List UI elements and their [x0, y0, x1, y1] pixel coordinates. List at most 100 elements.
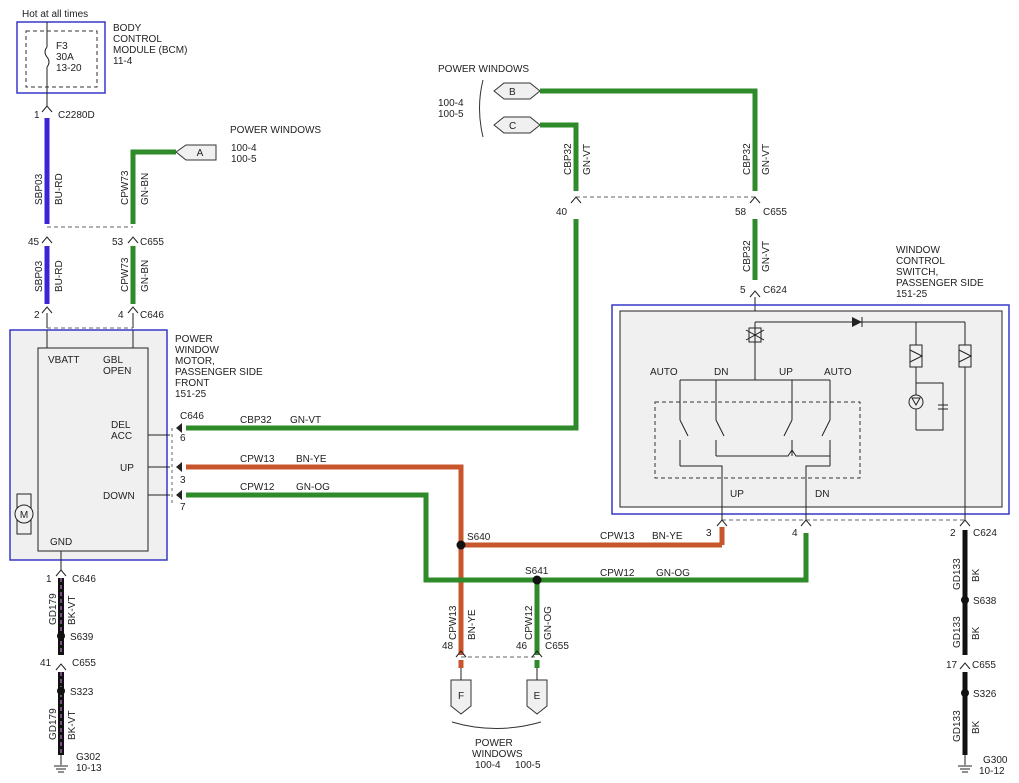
cbp32-circuit-label-3: CBP32 — [742, 143, 753, 175]
cbp32-color-label-2: GN-VT — [582, 144, 593, 175]
switch-module — [611, 304, 1010, 520]
splice-s639-dot — [57, 632, 65, 640]
pin-7: 7 — [180, 502, 186, 513]
pin-2-switch: 2 — [950, 528, 956, 539]
switch-title-5: 151-25 — [896, 289, 928, 300]
motor-title-1: POWER — [175, 334, 213, 345]
bcm-module — [16, 21, 106, 94]
switch-title-4: PASSENGER SIDE — [896, 278, 984, 289]
c655-connector-d: C655 — [545, 641, 569, 652]
motor-m-label: M — [20, 510, 28, 521]
motor-module — [9, 329, 170, 561]
c624-connector-b: C624 — [973, 528, 997, 539]
pin-46: 46 — [516, 641, 528, 652]
connector-flag-b — [493, 82, 541, 100]
wire-cpw73 — [47, 149, 176, 329]
motor-title-3: MOTOR, — [175, 356, 215, 367]
diode-icon — [852, 317, 862, 327]
cbp32-color-label-1: GN-VT — [290, 415, 321, 426]
pw-left-page-1: 100-4 — [231, 143, 257, 154]
sbp03-circuit-label-2: SBP03 — [34, 260, 45, 292]
motor-title-5: FRONT — [175, 378, 209, 389]
cpw13-color-label-1: BN-YE — [296, 454, 327, 465]
wire-cbp32-upper — [540, 88, 761, 322]
bcm-title-1: BODY — [113, 23, 142, 34]
hot-at-all-times-label: Hot at all times — [22, 9, 88, 20]
c2280d-connector: C2280D — [58, 110, 95, 121]
pin-5: 5 — [740, 285, 746, 296]
connector-flag-e — [526, 668, 548, 715]
auto-left-label: AUTO — [650, 367, 678, 378]
gd133-circuit-label-2: GD133 — [952, 616, 963, 648]
c655-connector-c: C655 — [72, 658, 96, 669]
cbp32-circuit-label-1: CBP32 — [240, 415, 272, 426]
pw-bottom-2: WINDOWS — [472, 749, 523, 760]
gd133-color-label-3: BK — [971, 720, 982, 734]
wire-gd133 — [958, 530, 972, 773]
switch-title-2: CONTROL — [896, 256, 945, 267]
gd133-circuit-label-3: GD133 — [952, 710, 963, 742]
gd133-color-label-1: BK — [971, 568, 982, 582]
pin-53: 53 — [112, 237, 124, 248]
cpw12-color-label-1: GN-OG — [296, 482, 330, 493]
gbl-open-label: OPEN — [103, 366, 131, 377]
cpw12-circuit-label-2: CPW12 — [600, 568, 635, 579]
splice-s639-label: S639 — [70, 632, 94, 643]
c646-connector-c: C646 — [72, 574, 96, 585]
switch-title-1: WINDOW — [896, 245, 940, 256]
pin-17: 17 — [946, 660, 958, 671]
gd133-circuit-label-1: GD133 — [952, 558, 963, 590]
splice-s638-dot — [961, 596, 969, 604]
pin-6: 6 — [180, 433, 186, 444]
pin-58: 58 — [735, 207, 747, 218]
pin-40: 40 — [556, 207, 568, 218]
switch-contacts-icon — [679, 419, 831, 437]
c646-connector-a: C646 — [140, 310, 164, 321]
flag-e-label: E — [534, 691, 541, 702]
cbp32-color-label-3: GN-VT — [761, 144, 772, 175]
cbp32-color-label-4: GN-VT — [761, 241, 772, 272]
flag-b-label: B — [509, 87, 516, 98]
fuse-icon — [44, 46, 50, 68]
up-label: UP — [120, 463, 134, 474]
fuse-rating: 30A — [56, 52, 74, 63]
cpw13-color-label-3: BN-YE — [467, 609, 478, 640]
ground-g300-label: G300 — [983, 755, 1008, 766]
gd133-color-label-2: BK — [971, 626, 982, 640]
cpw13-circuit-label-3: CPW13 — [448, 605, 459, 640]
up-switch-label: UP — [779, 367, 793, 378]
pin-1-ground: 1 — [46, 574, 52, 585]
fuse-page: 13-20 — [56, 63, 82, 74]
power-windows-left: POWER WINDOWS — [230, 125, 321, 136]
ground-g302-page: 10-13 — [76, 763, 102, 774]
pin-3: 3 — [180, 475, 186, 486]
brace-top — [479, 79, 484, 138]
pw-bottom-page-1: 100-4 — [475, 760, 501, 771]
sbp03-circuit-label: SBP03 — [34, 173, 45, 205]
splice-s323-dot — [57, 687, 65, 695]
ground-g302-label: G302 — [76, 752, 101, 763]
cpw73-circuit-label: CPW73 — [120, 170, 131, 205]
pin-3-switch: 3 — [706, 528, 712, 539]
dn-switch-label: DN — [714, 367, 728, 378]
bcm-title-2: CONTROL — [113, 34, 162, 45]
power-windows-top: POWER WINDOWS — [438, 64, 529, 75]
cpw13-circuit-label-2: CPW13 — [600, 531, 635, 542]
pw-bottom-page-2: 100-5 — [515, 760, 541, 771]
cpw73-color-label-2: GN-BN — [140, 260, 151, 292]
gd179-circuit-label-1: GD179 — [48, 593, 59, 625]
switch-title-3: SWITCH, — [896, 267, 938, 278]
splice-s326-dot — [961, 689, 969, 697]
gd179-color-label-2: BK-VT — [67, 711, 78, 740]
pin-4-switch: 4 — [792, 528, 798, 539]
wire-cpw12 — [176, 490, 809, 668]
acc-label: ACC — [111, 431, 132, 442]
brace-bottom — [451, 721, 542, 729]
gnd-label: GND — [50, 537, 72, 548]
splice-s326-label: S326 — [973, 689, 997, 700]
cpw12-circuit-label-1: CPW12 — [240, 482, 275, 493]
pin-48: 48 — [442, 641, 454, 652]
pin-45: 45 — [28, 237, 40, 248]
del-label: DEL — [111, 420, 131, 431]
up-output-label: UP — [730, 489, 744, 500]
